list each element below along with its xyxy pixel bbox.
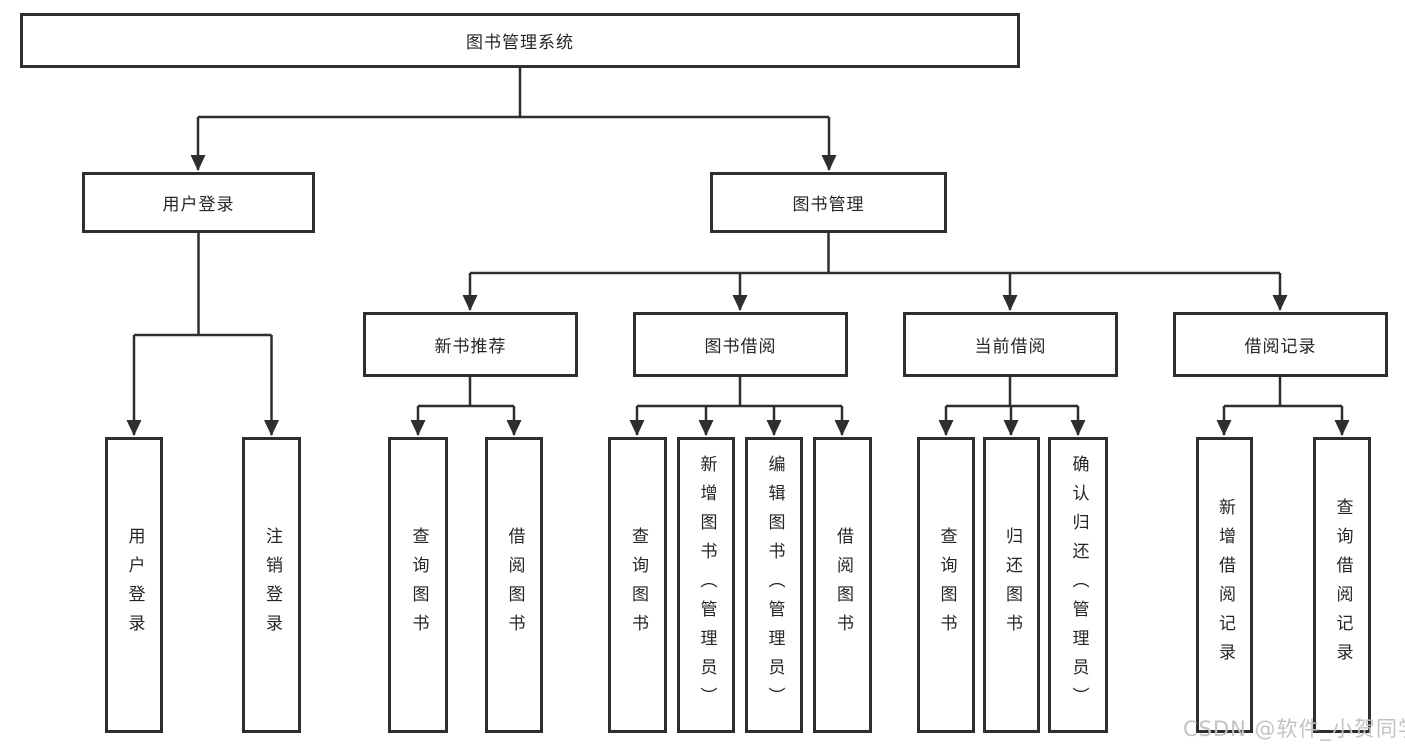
node-label: 借阅记录 xyxy=(1244,337,1317,357)
node-current-borrow: 当前借阅 xyxy=(903,312,1118,377)
leaf-query-books-current: 查询图书 xyxy=(917,437,975,733)
leaf-add-books-admin: 新增图书（管理员） xyxy=(677,437,735,733)
node-label: 新书推荐 xyxy=(434,337,507,357)
leaf-label: 归还图书 xyxy=(1002,527,1022,643)
leaf-label: 编辑图书（管理员） xyxy=(764,454,785,716)
leaf-label: 确认归还（管理员） xyxy=(1068,454,1089,716)
leaf-label: 查询借阅记录 xyxy=(1332,498,1353,672)
leaf-borrow-books-borrow: 借阅图书 xyxy=(813,437,872,733)
node-label: 当前借阅 xyxy=(974,337,1047,357)
csdn-watermark: CSDN @软件_小贺同学 xyxy=(1183,717,1405,741)
leaf-logout-login: 注销登录 xyxy=(242,437,301,733)
leaf-label: 查询图书 xyxy=(408,527,429,643)
leaf-borrow-books-recommend: 借阅图书 xyxy=(485,437,543,733)
node-book-management: 图书管理 xyxy=(710,172,947,233)
leaf-label: 新增借阅记录 xyxy=(1215,498,1235,672)
node-book-borrow: 图书借阅 xyxy=(633,312,848,377)
leaf-label: 借阅图书 xyxy=(833,527,853,643)
leaf-query-books-borrow: 查询图书 xyxy=(608,437,667,733)
leaf-label: 用户登录 xyxy=(124,527,145,643)
node-label: 图书管理系统 xyxy=(466,33,574,53)
node-library-management-system: 图书管理系统 xyxy=(20,13,1020,68)
node-borrow-records: 借阅记录 xyxy=(1173,312,1388,377)
leaf-return-books: 归还图书 xyxy=(983,437,1040,733)
leaf-add-borrow-record: 新增借阅记录 xyxy=(1196,437,1253,733)
leaf-label: 注销登录 xyxy=(262,527,282,643)
leaf-user-login: 用户登录 xyxy=(105,437,163,733)
leaf-label: 新增图书（管理员） xyxy=(696,454,717,716)
node-label: 用户登录 xyxy=(162,195,235,215)
leaf-label: 查询图书 xyxy=(628,527,648,643)
node-new-book-recommend: 新书推荐 xyxy=(363,312,578,377)
leaf-query-books-recommend: 查询图书 xyxy=(388,437,448,733)
node-label: 图书管理 xyxy=(792,195,865,215)
node-user-login: 用户登录 xyxy=(82,172,315,233)
node-label: 图书借阅 xyxy=(704,337,777,357)
leaf-query-borrow-record: 查询借阅记录 xyxy=(1313,437,1371,733)
leaf-edit-books-admin: 编辑图书（管理员） xyxy=(745,437,803,733)
leaf-confirm-return-admin: 确认归还（管理员） xyxy=(1048,437,1108,733)
leaf-label: 借阅图书 xyxy=(504,527,525,643)
leaf-label: 查询图书 xyxy=(936,527,957,643)
